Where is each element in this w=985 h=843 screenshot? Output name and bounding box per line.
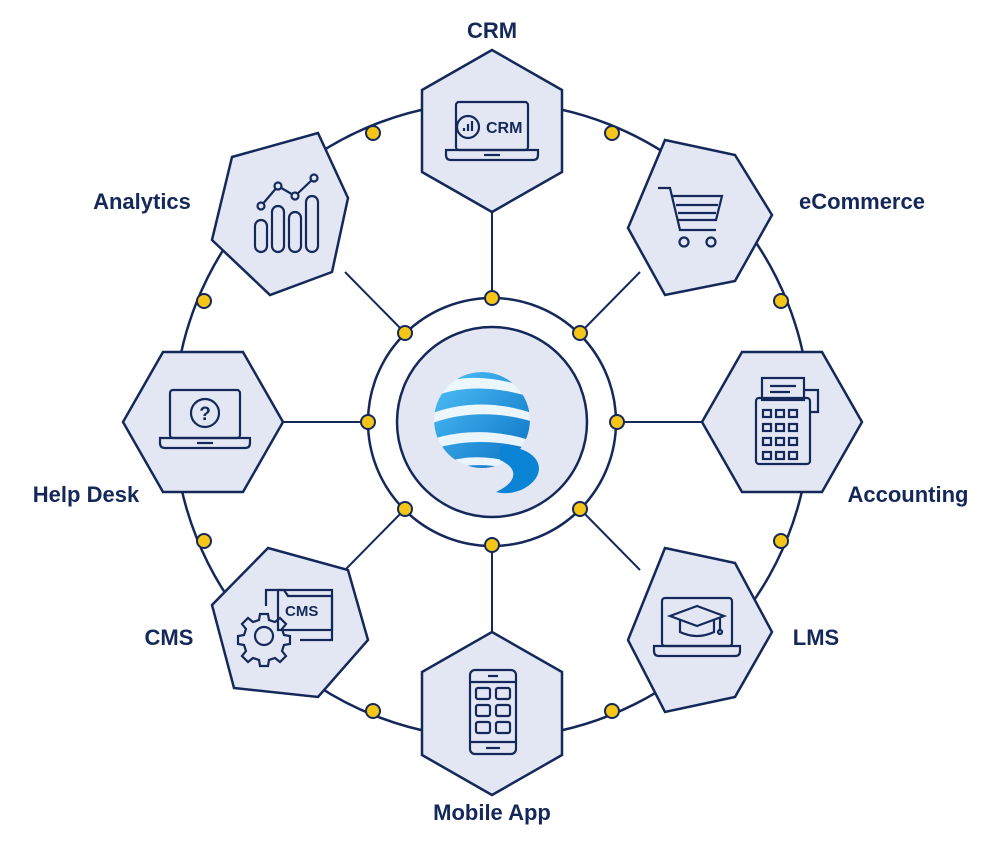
dot-spoke-accounting [609,414,625,430]
spoke-cms [344,508,406,571]
dot-ring-2 [604,125,620,141]
crm-icon-text: CRM [486,120,522,137]
spoke-lms [579,508,641,571]
node-crm[interactable]: CRM CRM [420,18,564,214]
spokes [283,210,702,632]
node-label-ecommerce: eCommerce [799,189,925,214]
hexagon [121,350,285,494]
cms-icon-text: CMS [285,603,318,620]
dot-spoke-mobile [484,537,500,553]
node-label-cms: CMS [145,625,194,650]
node-analytics[interactable]: Analytics [93,131,350,297]
node-cms[interactable]: CMS CMS [145,546,370,699]
dot-ring-3 [773,293,789,309]
globe-icon [434,372,539,494]
dot-spoke-analytics [397,325,413,341]
calculator-icon [754,376,820,466]
hexagon [420,630,564,797]
connector-dots [196,125,789,719]
cms-gear-icon: CMS [236,588,334,668]
shopping-cart-icon [658,186,724,248]
node-label-accounting: Accounting [848,482,969,507]
help-icon-text: ? [199,404,211,425]
spoke-ecommerce [579,271,641,334]
smartphone-icon [468,668,518,756]
node-label-analytics: Analytics [93,189,191,214]
node-label-lms: LMS [793,625,839,650]
hexagon [626,546,774,714]
dot-ring-5 [604,703,620,719]
hexagon [626,138,774,297]
crm-laptop-icon: CRM [444,100,540,162]
graduation-laptop-icon [652,596,742,658]
node-lms[interactable]: LMS [626,546,839,714]
dot-spoke-ecommerce [572,325,588,341]
help-laptop-icon: ? [158,388,252,450]
dot-ring-6 [365,703,381,719]
hexagon [420,48,564,214]
node-label-helpdesk: Help Desk [33,482,140,507]
dot-spoke-cms [397,501,413,517]
node-helpdesk[interactable]: ? Help Desk [33,350,285,507]
node-label-crm: CRM [467,18,517,43]
hexagon [700,350,864,494]
node-mobile[interactable]: Mobile App [420,630,564,825]
node-ecommerce[interactable]: eCommerce [626,138,925,297]
dot-spoke-crm [484,290,500,306]
dot-spoke-lms [572,501,588,517]
node-accounting[interactable]: Accounting [700,350,969,507]
hexagon [210,131,350,297]
node-label-mobile: Mobile App [433,800,551,825]
analytics-chart-icon [253,173,320,254]
dot-ring-7 [196,533,212,549]
spoke-analytics [344,271,406,334]
dot-spoke-helpdesk [360,414,376,430]
dot-ring-4 [773,533,789,549]
hexagon [210,546,370,699]
dot-ring-1 [365,125,381,141]
dot-ring-8 [196,293,212,309]
